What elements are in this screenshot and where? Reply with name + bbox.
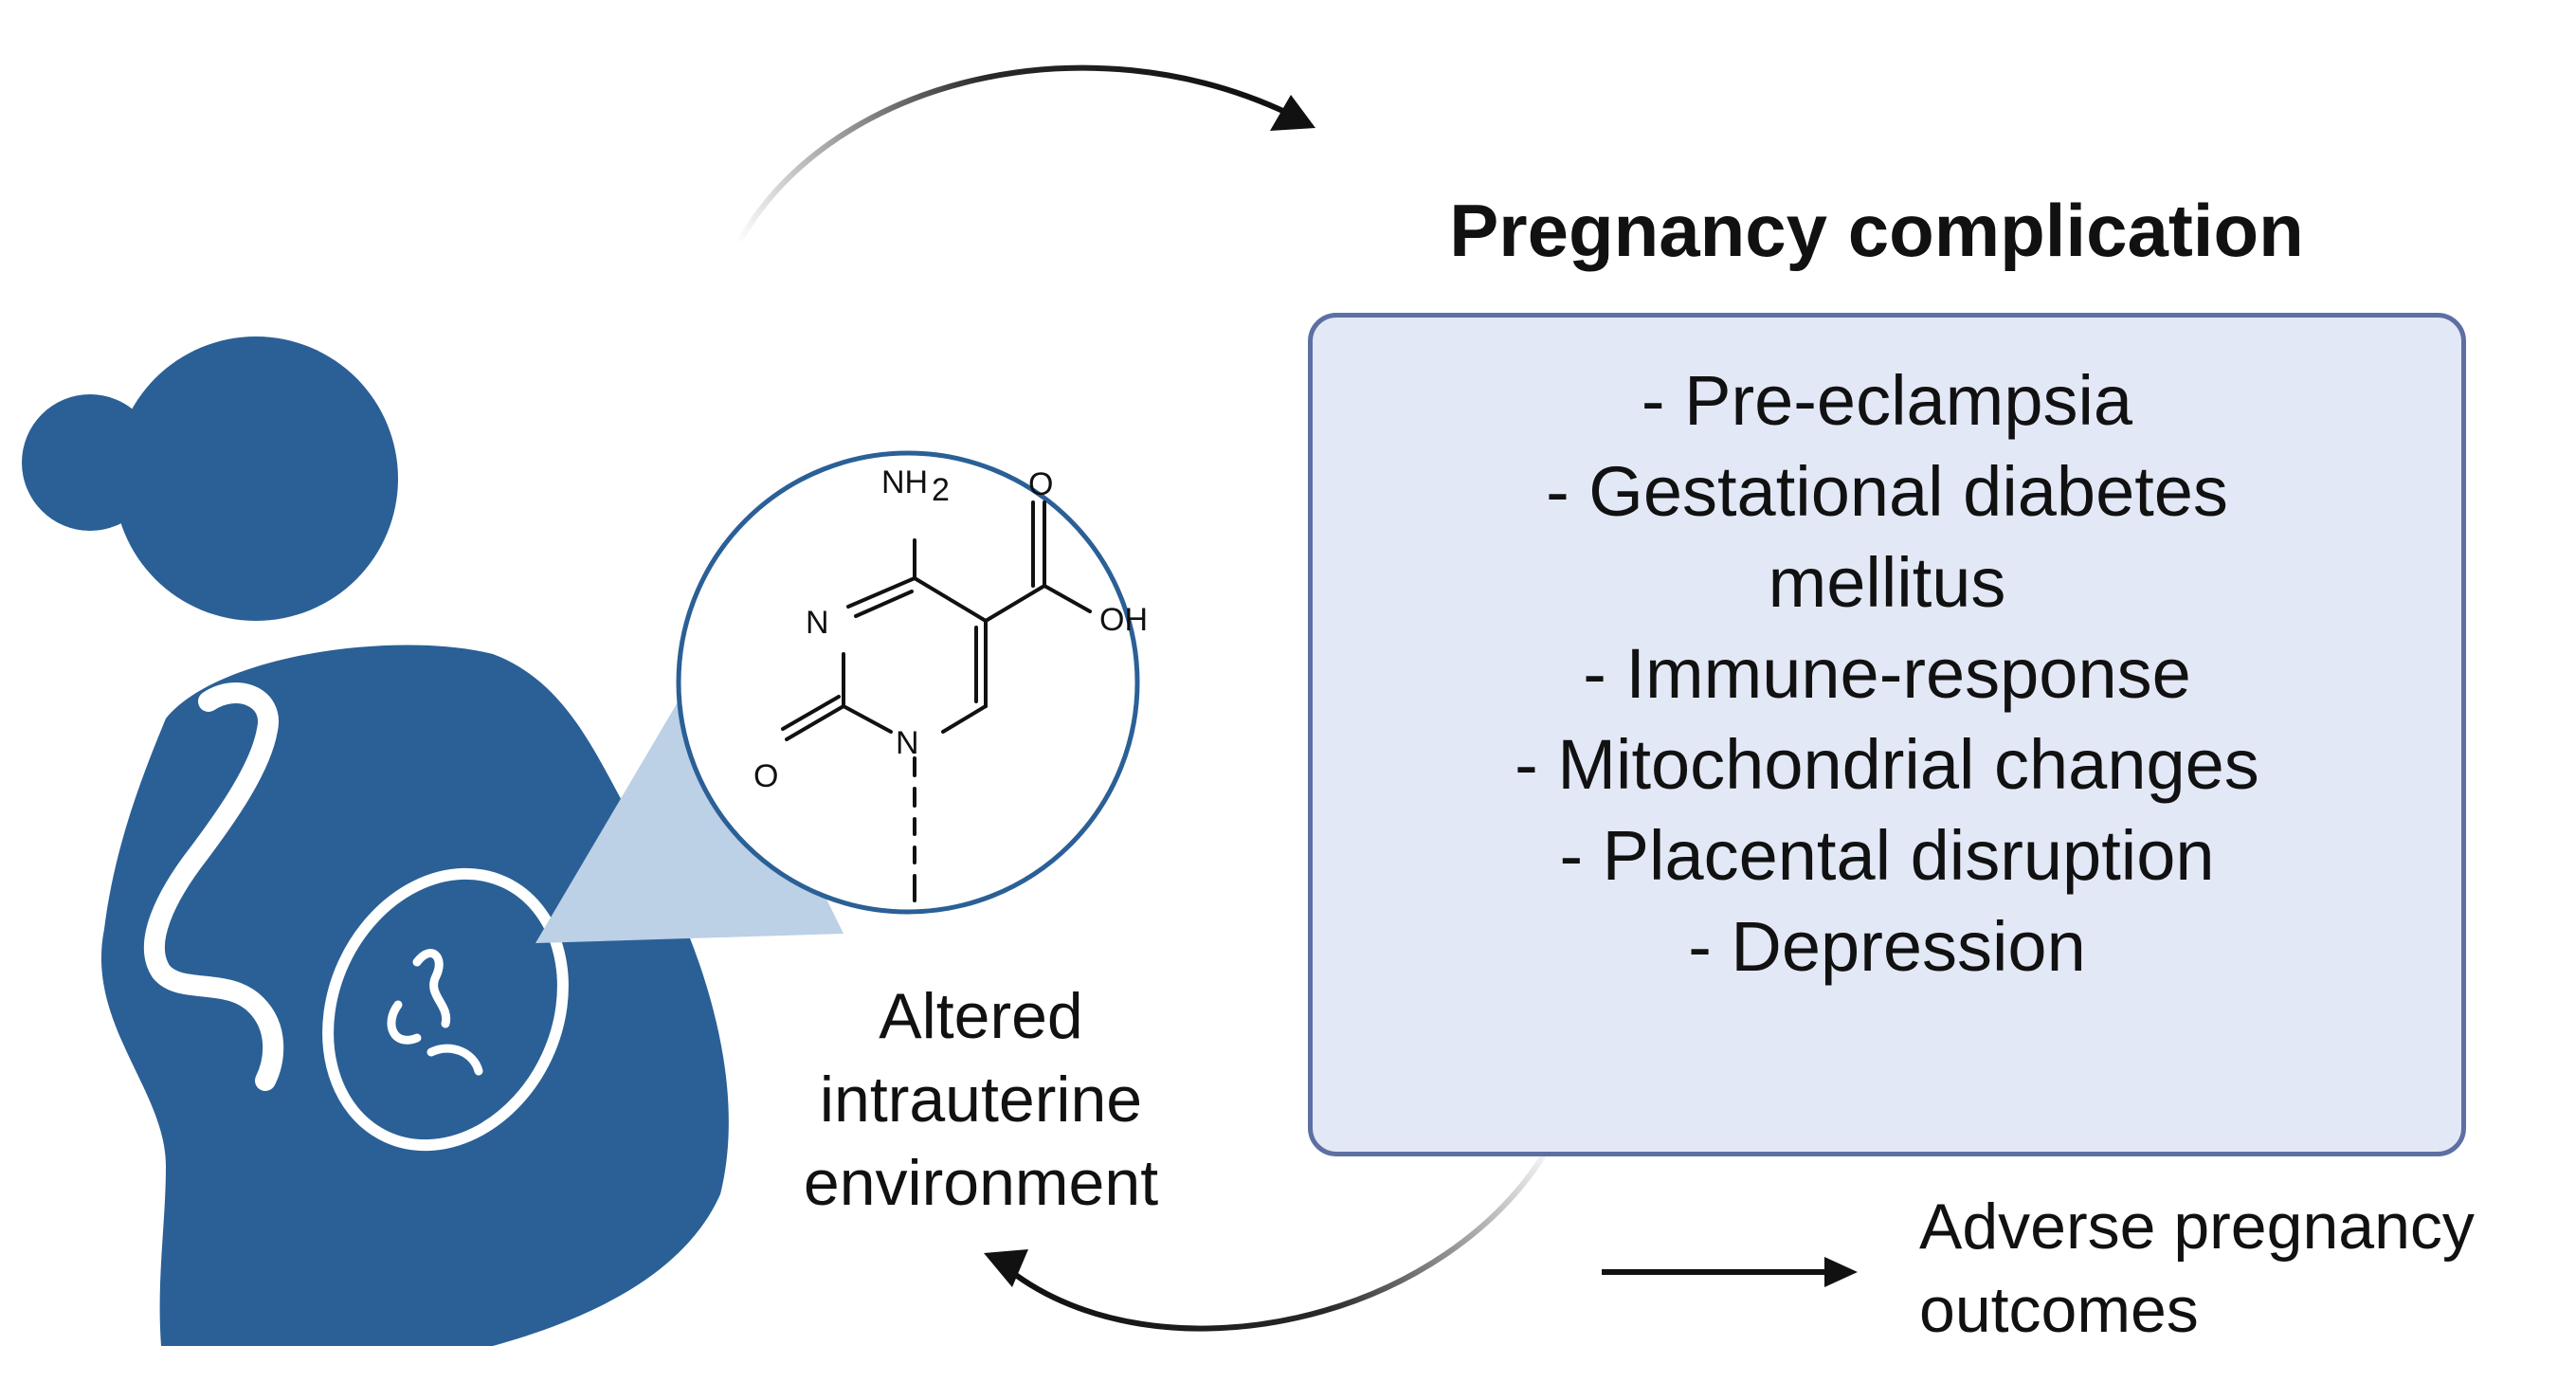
woman-head-icon xyxy=(114,336,398,621)
mol-oh-label: OH xyxy=(1099,602,1148,638)
right-arrow-icon xyxy=(1602,1257,1858,1287)
complication-box: - Pre-eclampsia - Gestational diabetes m… xyxy=(1308,313,2466,1156)
zoom-wedge-icon xyxy=(535,654,844,943)
mol-nh2-subscript: 2 xyxy=(932,472,950,508)
altered-environment-caption: Altered intrauterine environment xyxy=(803,980,1159,1219)
mol-n1-label: N xyxy=(896,725,919,761)
mol-nh2-label: NH xyxy=(881,464,928,500)
complication-list: - Pre-eclampsia - Gestational diabetes m… xyxy=(1313,355,2461,992)
cycle-arrow-top-icon xyxy=(736,64,1315,244)
complication-item-preeclampsia: - Pre-eclampsia xyxy=(1641,361,2133,440)
cycle-arrow-bottom-icon xyxy=(984,1136,1557,1332)
complication-item-mitochondrial: - Mitochondrial changes xyxy=(1515,725,2259,804)
woman-arm-outline-icon xyxy=(143,682,284,1091)
complication-item-placental: - Placental disruption xyxy=(1559,816,2215,895)
fetus-icon xyxy=(376,927,530,1111)
mol-o-top-label: O xyxy=(1028,466,1053,502)
complication-item-immune-response: - Immune-response xyxy=(1583,634,2191,713)
mol-n3-label: N xyxy=(806,605,829,641)
pregnant-woman-icon xyxy=(22,336,729,1346)
molecule-5-carboxylcytosine xyxy=(781,500,1092,902)
complication-item-depression: - Depression xyxy=(1688,907,2086,986)
complication-item-gestational-diabetes: - Gestational diabetes mellitus xyxy=(1546,452,2228,622)
box-title: Pregnancy complication xyxy=(1449,189,2304,272)
mol-o2-label: O xyxy=(753,758,778,794)
adverse-outcomes-caption: Adverse pregnancy outcomes xyxy=(1919,1191,2475,1346)
womb-outline-icon xyxy=(322,867,569,1152)
molecule-circle xyxy=(676,450,1140,915)
